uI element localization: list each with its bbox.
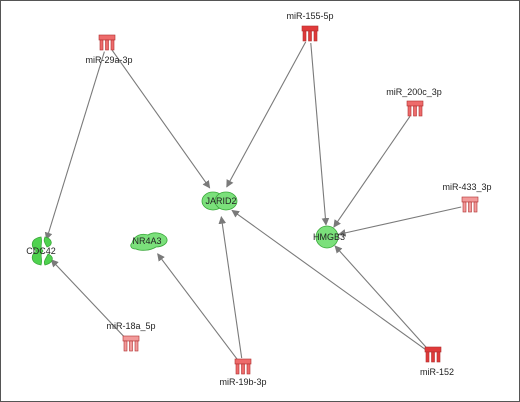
mirna-glyph-tooth [110,39,115,51]
mirna-glyph-tooth [436,351,441,363]
mirna-glyph-bar [122,335,140,342]
mirna-glyph-tooth [407,105,412,117]
edge-mir-19b-3p-to-jarid2 [218,216,243,359]
mirna-glyph-tooth [418,105,423,117]
gene-label: CDC42 [26,246,56,256]
mirna-glyph-bar [406,100,424,107]
gene-label: HMGB3 [313,232,345,242]
edge-mir-152-to-hmgb3 [334,245,428,349]
edge-mir-155-5p-to-hmgb3 [310,42,330,226]
mirna-glyph-tooth [129,340,133,352]
mirna-glyph-tooth [431,351,435,363]
edge-mir-200c-3p-to-hmgb3 [333,116,411,228]
mirna-label: miR-19b-3p [219,377,266,387]
mirna-glyph-tooth [134,340,139,352]
gene-node-jarid2[interactable] [201,191,238,211]
gene-shape [130,232,168,251]
mirna-glyph-bar [424,346,442,353]
mirna-glyph-tooth [413,105,417,117]
mirna-glyph-tooth [99,39,104,51]
mirna-glyph-tooth [123,340,128,352]
mirna-glyph-tooth [313,30,318,42]
mirna-node-mir-155-5p[interactable] [301,25,319,42]
mirna-node-mir-29a-3p[interactable] [98,34,116,51]
gene-label: JARID2 [205,196,236,206]
edge-mir-18a-5p-to-cdc42 [50,259,126,338]
mirna-label: miR-152 [420,367,454,377]
mirna-node-mir-152[interactable] [424,346,442,363]
mirna-label: miR-29a-3p [85,55,132,65]
mirna-node-mir-433-3p[interactable] [461,196,479,213]
mirna-label: miR_200c_3p [386,87,442,97]
mirna-glyph-tooth [105,39,109,51]
gene-node-nr4a3[interactable] [130,232,168,251]
mirna-glyph-bar [461,196,479,203]
edge-mir-155-5p-to-jarid2 [226,41,307,188]
gene-node-hmgb3[interactable] [315,225,339,249]
mirna-node-mir-19b-3p[interactable] [234,358,252,375]
mirna-glyph-tooth [241,363,245,375]
gene-label: NR4A3 [132,236,161,246]
mirna-glyph-tooth [462,201,467,213]
gene-node-cdc42[interactable] [31,236,53,266]
edge-mir-433-3p-to-hmgb3 [337,206,462,237]
mirna-label: miR-155-5p [286,11,333,21]
gene-shape [43,236,53,266]
edge-mir-29a-3p-to-cdc42 [44,51,105,241]
edge-mir-29a-3p-to-jarid2 [111,49,211,189]
edge-mir-19b-3p-to-nr4a3 [157,253,239,361]
mirna-glyph-bar [301,25,319,32]
mirna-glyph-tooth [246,363,251,375]
edge-mir-152-to-jarid2 [231,209,427,351]
mirna-glyph-tooth [308,30,312,42]
mirna-node-mir-200c-3p[interactable] [406,100,424,117]
mirna-node-mir-18a-5p[interactable] [122,335,140,352]
mirna-glyph-tooth [473,201,478,213]
mirna-label: miR-433_3p [442,182,491,192]
edges-layer [44,41,462,361]
nodes-layer: miR-29a-3p miR-155-5p miR_200c_3p miR-433_3… [26,11,491,387]
gene-shape [31,236,44,266]
gene-shape [315,225,339,249]
mirna-glyph-tooth [468,201,472,213]
gene-shape [214,191,238,211]
mirna-glyph-tooth [302,30,307,42]
mirna-glyph-bar [234,358,252,365]
mirna-label: miR-18a_5p [106,321,155,331]
mirna-glyph-bar [98,34,116,41]
mirna-glyph-tooth [235,363,240,375]
mirna-glyph-tooth [425,351,430,363]
